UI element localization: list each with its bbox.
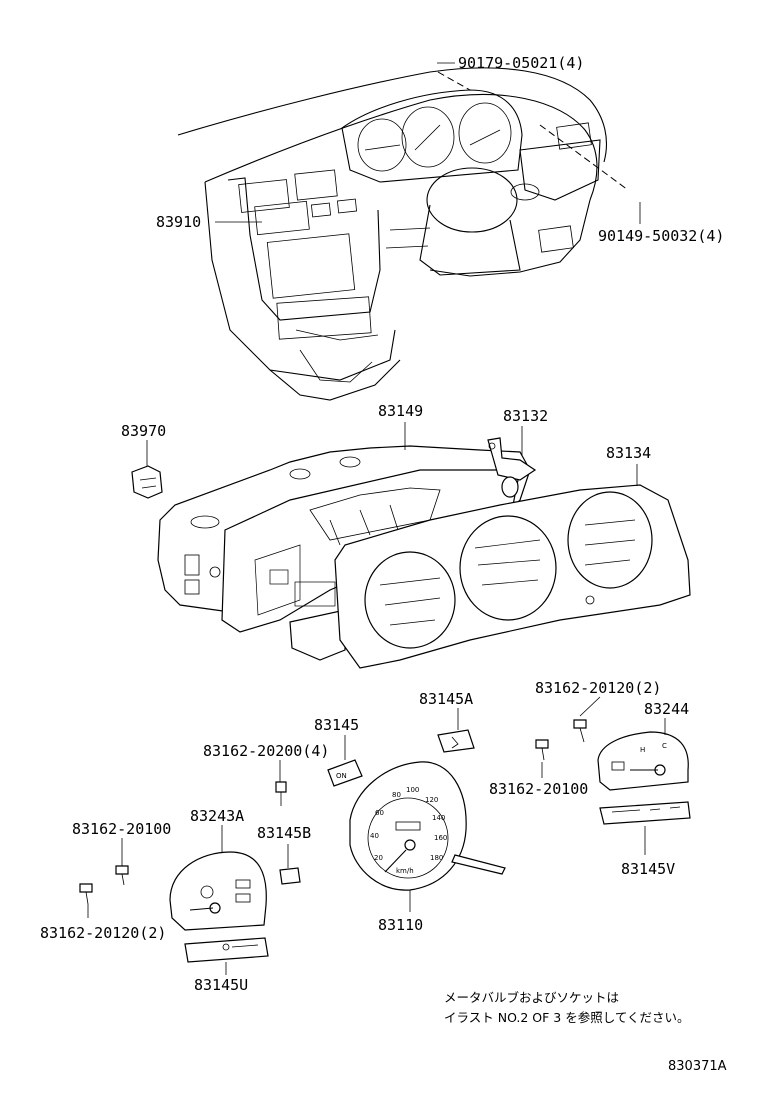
speedo-180: 180 <box>430 854 443 862</box>
label-83162-20120-left: 83162-20120(2) <box>40 924 166 942</box>
temp-c: C <box>662 742 667 750</box>
part-labels: 90179-05021(4) 90149-50032(4) 83910 8397… <box>40 54 724 994</box>
part-83145b-drawing <box>279 867 301 885</box>
gauge-83244-drawing: H C <box>597 731 689 791</box>
label-83910: 83910 <box>156 213 201 231</box>
gauge-83243a-drawing <box>169 851 267 931</box>
speedo-unit: km/h <box>396 867 414 875</box>
note-line-2: イラスト NO.2 OF 3 を参照してください。 <box>444 1010 690 1025</box>
leader-lines <box>87 62 666 975</box>
part-83145u-drawing <box>184 937 269 963</box>
socket-83970 <box>131 465 163 499</box>
part-83145-drawing: ON <box>327 759 363 787</box>
label-83970: 83970 <box>121 422 166 440</box>
label-83110: 83110 <box>378 916 423 934</box>
label-83162-20100-left: 83162-20100 <box>72 820 171 838</box>
speedo-140: 140 <box>432 814 445 822</box>
label-83162-20120-right: 83162-20120(2) <box>535 679 661 697</box>
label-90179-05021: 90179-05021(4) <box>458 54 584 72</box>
speedo-160: 160 <box>434 834 447 842</box>
note-line-1: メータバルブおよびソケットは <box>444 990 619 1005</box>
speedo-120: 120 <box>425 796 438 804</box>
speedo-100: 100 <box>406 786 419 794</box>
temp-h: H <box>640 746 645 754</box>
dashboard-drawing <box>177 67 629 401</box>
svg-text:ON: ON <box>336 772 347 780</box>
label-90149-50032: 90149-50032(4) <box>598 227 724 245</box>
speedometer-83110-drawing: 20 40 60 80 100 120 140 160 180 km/h <box>349 761 506 891</box>
part-83145v-drawing <box>599 801 691 825</box>
label-83244: 83244 <box>644 700 689 718</box>
label-83145u: 83145U <box>194 976 248 994</box>
label-83145b: 83145B <box>257 824 311 842</box>
speedo-40: 40 <box>370 832 379 840</box>
label-83145: 83145 <box>314 716 359 734</box>
label-83243a: 83243A <box>190 807 244 825</box>
label-83149: 83149 <box>378 402 423 420</box>
screws-left-drawing <box>79 865 129 905</box>
label-83145v: 83145V <box>621 860 675 878</box>
speedo-60: 60 <box>375 809 384 817</box>
reference-code: 830371A <box>668 1059 727 1074</box>
speedo-80: 80 <box>392 791 401 799</box>
label-83134: 83134 <box>606 444 651 462</box>
label-83145a: 83145A <box>419 690 473 708</box>
label-83162-20100-right: 83162-20100 <box>489 780 588 798</box>
label-83132: 83132 <box>503 407 548 425</box>
screws-right-drawing <box>535 719 587 761</box>
speedo-20: 20 <box>374 854 383 862</box>
cluster-drawing <box>157 437 691 669</box>
label-83162-20200: 83162-20200(4) <box>203 742 329 760</box>
screw-83162-20200-drawing <box>275 781 287 806</box>
part-83145a-drawing <box>437 729 475 753</box>
